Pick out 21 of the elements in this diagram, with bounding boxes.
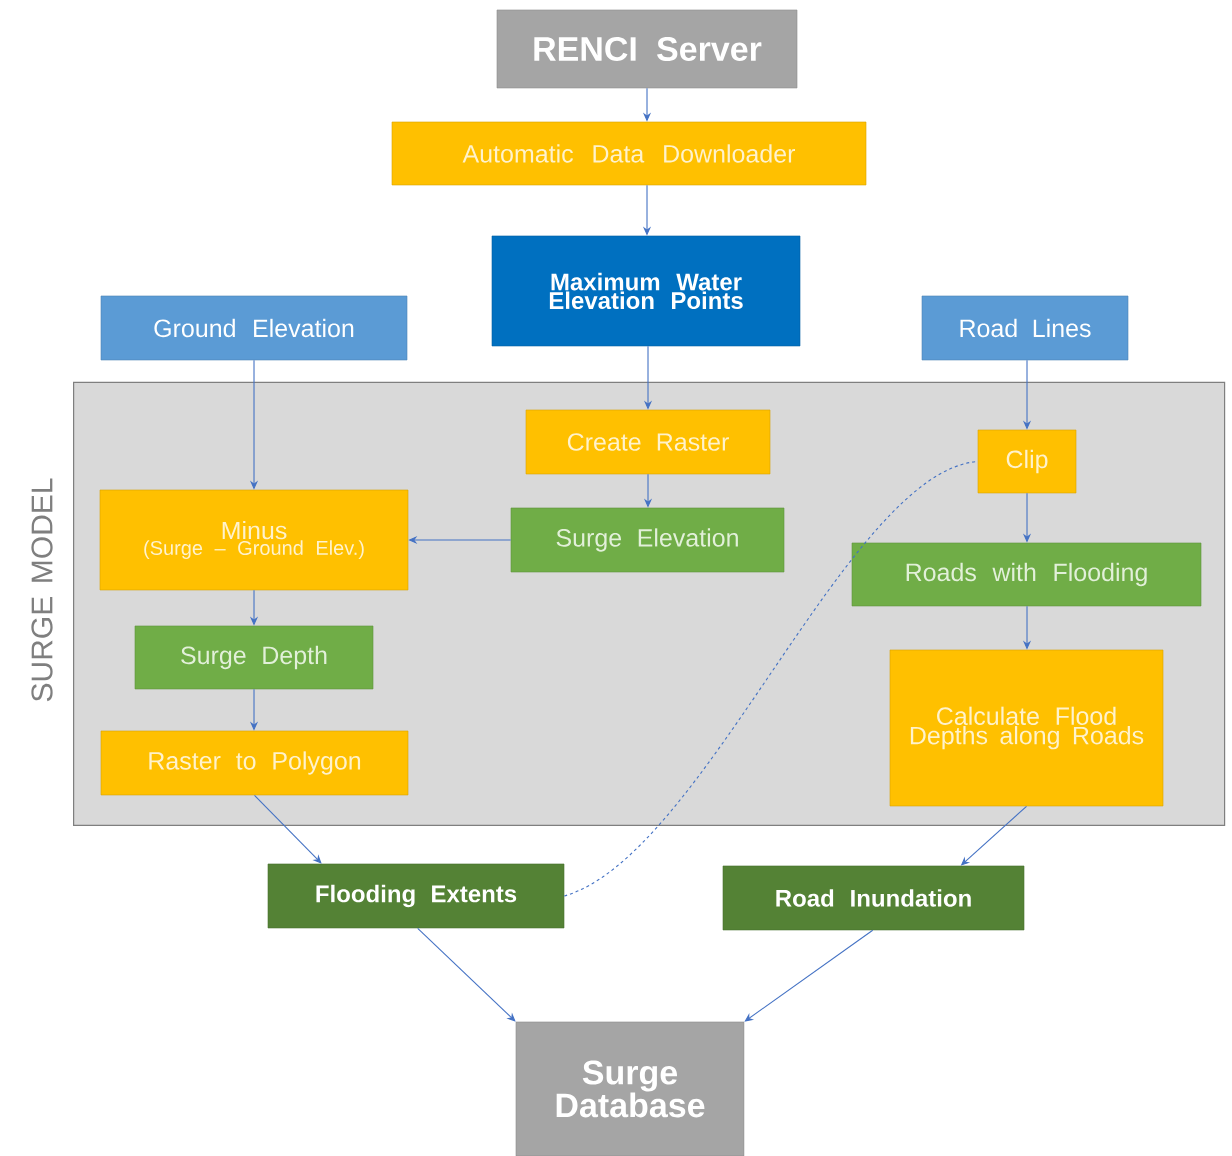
input-box: Ground Elevation <box>100 295 408 361</box>
process-box: Clip <box>977 429 1077 494</box>
result-box: Road Inundation <box>722 865 1025 931</box>
data-box: Maximum Water Elevation Points <box>491 235 801 347</box>
arrow <box>744 929 874 1022</box>
arrow <box>253 794 322 864</box>
output-box: Surge Elevation <box>510 507 785 573</box>
input-box: Road Lines <box>921 295 1129 361</box>
process-box: Automatic Data Downloader <box>391 121 867 186</box>
database-box: Surge Database <box>515 1021 745 1156</box>
connector-line <box>563 460 979 897</box>
process-box: Minus (Surge – Ground Elev.) <box>99 489 409 591</box>
process-box: Create Raster <box>525 409 771 475</box>
result-box: Flooding Extents <box>267 863 565 929</box>
process-box: Raster to Polygon <box>100 730 409 796</box>
process-box: Calculate Flood Depths along Roads <box>889 649 1164 807</box>
output-box: Roads with Flooding <box>851 542 1202 607</box>
server-box: RENCI Server <box>496 9 798 89</box>
output-box: Surge Depth <box>134 625 374 690</box>
node-label: SURGE MODEL <box>31 478 53 702</box>
arrow <box>417 927 516 1022</box>
